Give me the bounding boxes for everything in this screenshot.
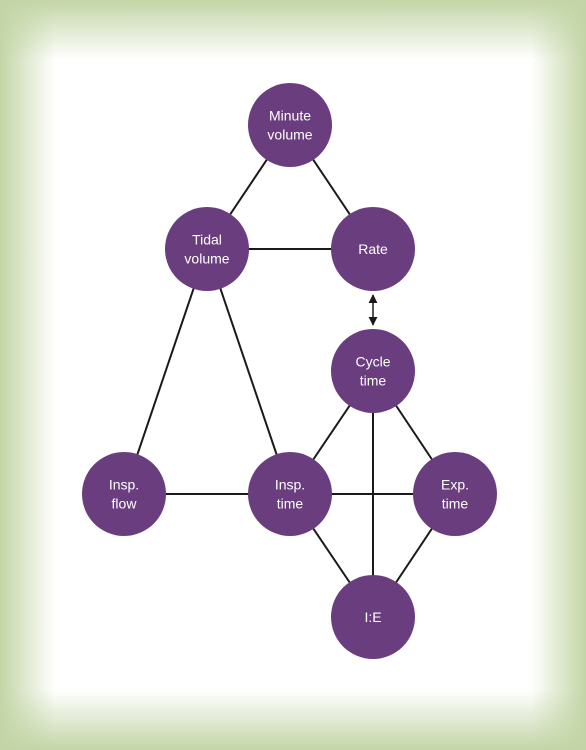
node-label-ie-line-0: I:E (364, 609, 381, 625)
node-label-insp-flow-line-1: flow (112, 496, 138, 512)
node-label-minute-volume-line-0: Minute (269, 108, 311, 124)
node-circle-ie (331, 575, 415, 659)
node-label-exp-time-line-0: Exp. (441, 477, 469, 493)
node-circle-insp-flow (82, 452, 166, 536)
node-label-cycle-time-line-0: Cycle (355, 354, 390, 370)
node-label-rate-line-0: Rate (358, 241, 388, 257)
node-circle-minute-volume (248, 83, 332, 167)
node-insp-time: Insp. time (248, 452, 332, 536)
node-label-exp-time-line-1: time (442, 496, 469, 512)
node-minute-volume: Minute volume (248, 83, 332, 167)
node-exp-time: Exp. time (413, 452, 497, 536)
node-circle-exp-time (413, 452, 497, 536)
edge-tidal-volume-to-insp-time (206, 248, 291, 495)
node-tidal-volume: Tidal volume (165, 207, 249, 291)
node-label-cycle-time-line-1: time (360, 373, 387, 389)
node-cycle-time: Cycle time (331, 329, 415, 413)
node-circle-tidal-volume (165, 207, 249, 291)
nodes-layer: MinutevolumeTidalvolumeRateCycletimeInsp… (82, 83, 497, 659)
node-ie: I:E (331, 575, 415, 659)
node-label-insp-time-line-1: time (277, 496, 304, 512)
node-circle-rate (331, 207, 415, 291)
node-insp-flow: Insp. flow (82, 452, 166, 536)
node-label-tidal-volume-line-1: volume (184, 251, 229, 267)
edge-tidal-volume-to-insp-flow (123, 248, 208, 495)
node-label-minute-volume-line-1: volume (267, 127, 312, 143)
node-label-insp-time-line-0: Insp. (275, 477, 305, 493)
node-circle-insp-time (248, 452, 332, 536)
node-circle-cycle-time (331, 329, 415, 413)
node-label-tidal-volume-line-0: Tidal (192, 232, 222, 248)
node-rate: Rate (331, 207, 415, 291)
node-label-insp-flow-line-0: Insp. (109, 477, 139, 493)
